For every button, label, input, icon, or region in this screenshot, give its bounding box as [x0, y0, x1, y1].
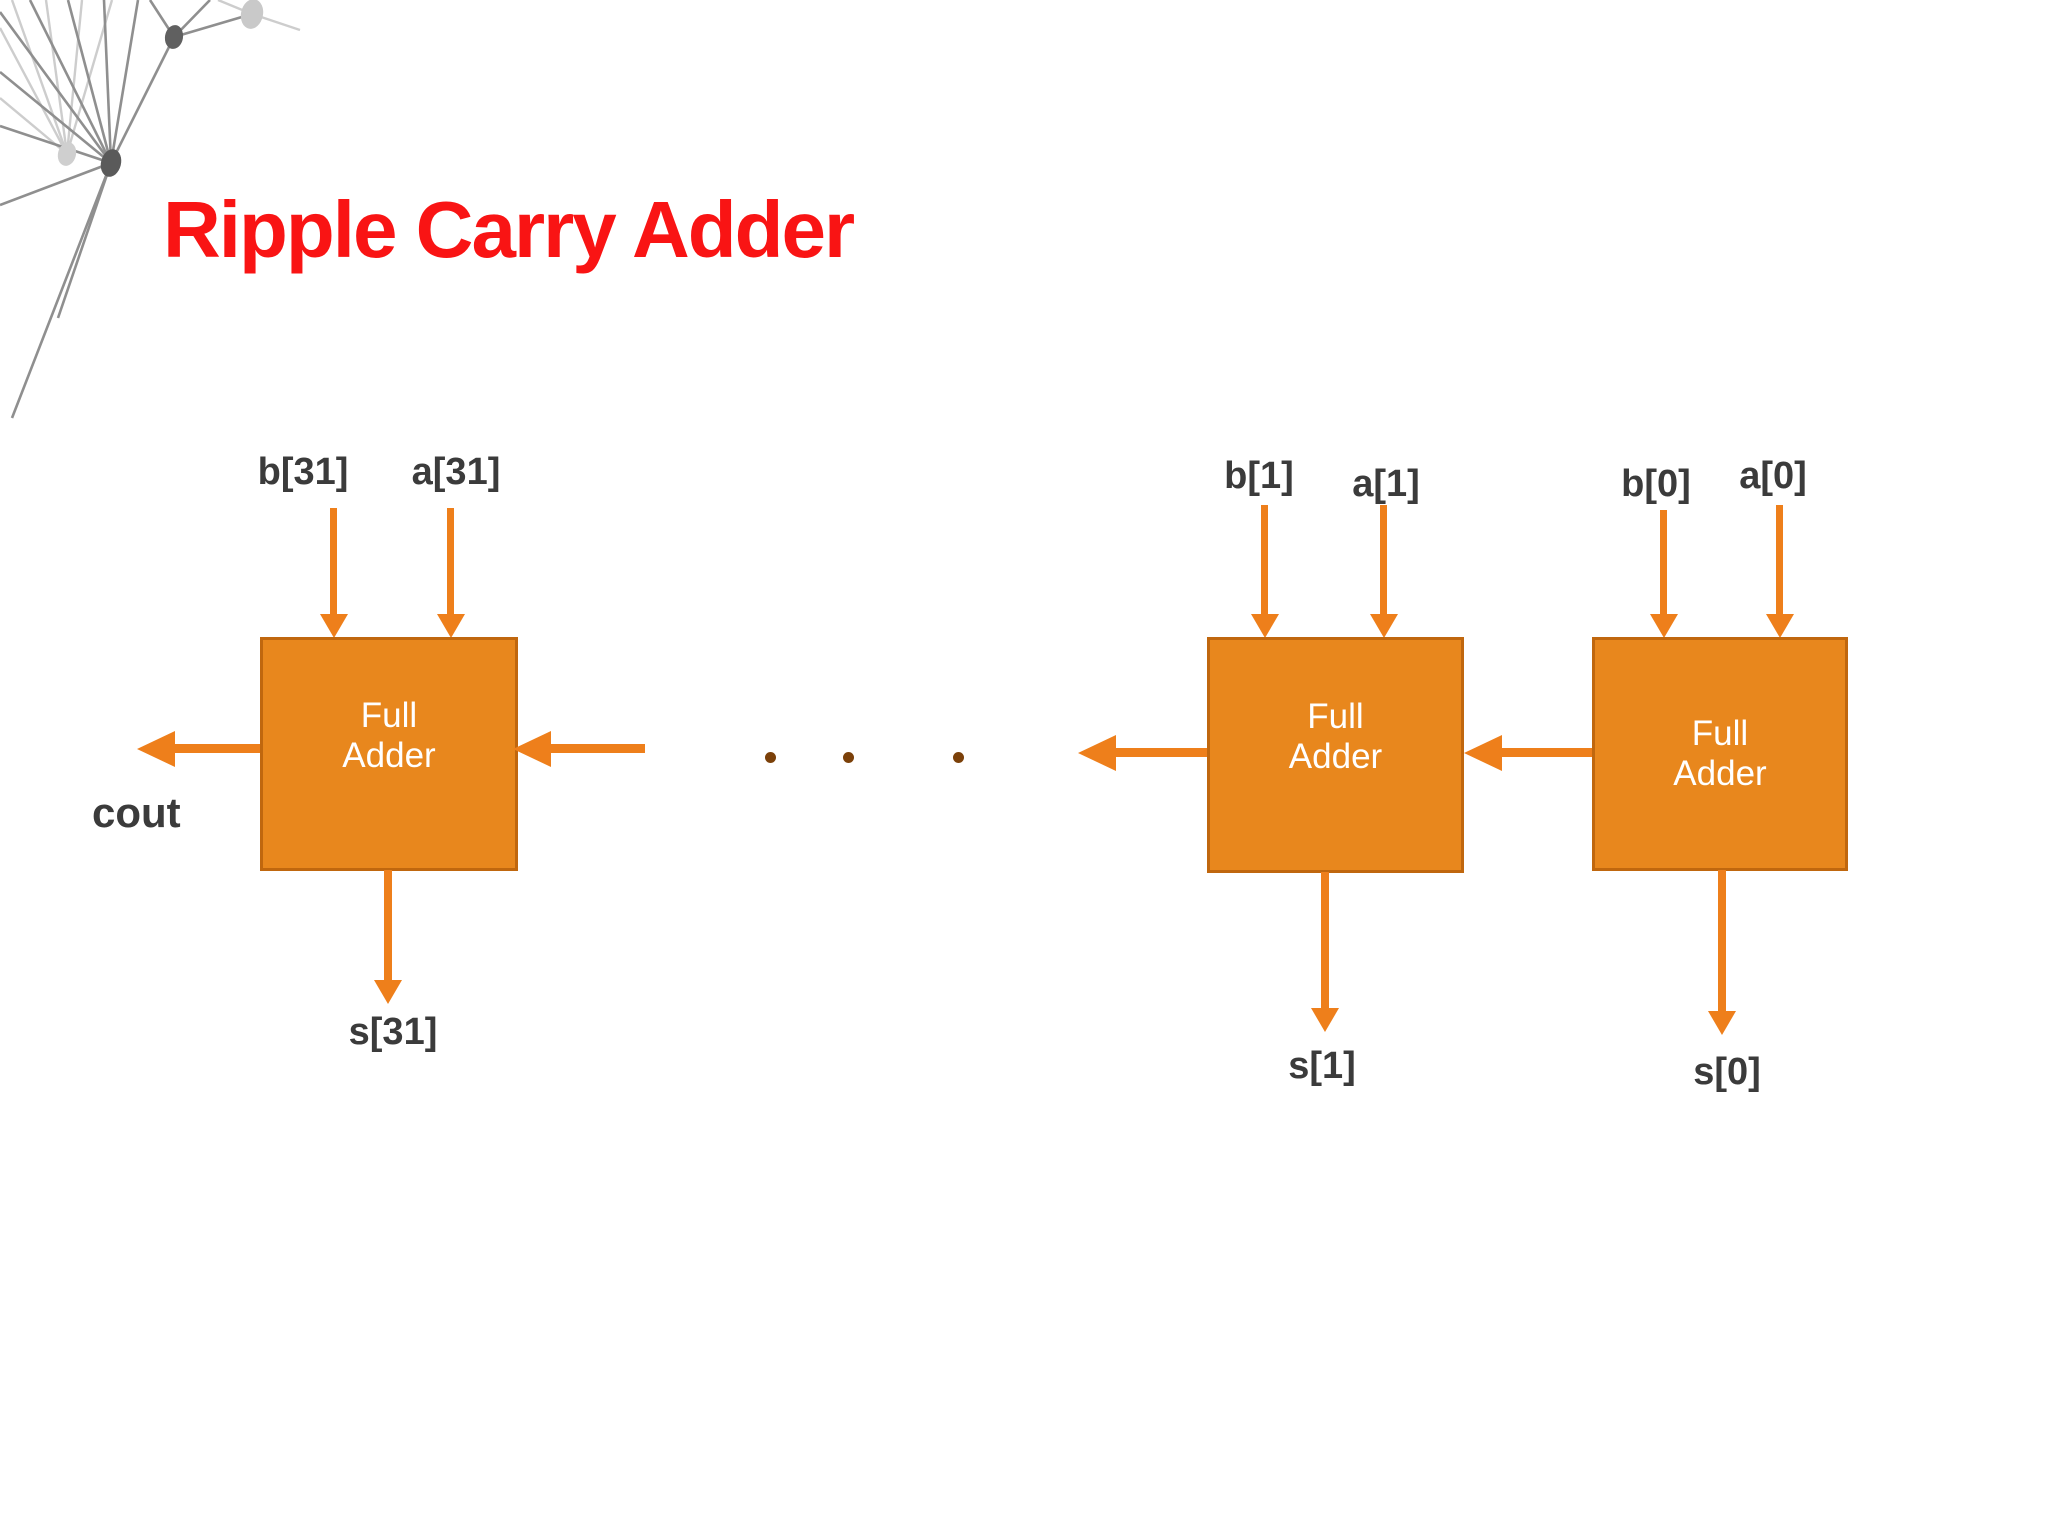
full-adder-31-label-line2: Adder — [342, 736, 436, 775]
network-node — [240, 0, 264, 29]
input-label-b0: b[0] — [1621, 463, 1691, 505]
input-label-a31: a[31] — [411, 451, 501, 493]
input-arrow-a0 — [1776, 505, 1783, 614]
full-adder-0-label-line2: Adder — [1673, 754, 1767, 793]
full-adder-1-label: Full Adder — [1289, 697, 1382, 777]
carry-arrow-into-fa31 — [551, 744, 645, 753]
input-label-b1: b[1] — [1224, 455, 1294, 497]
sum-arrow-s1 — [1321, 872, 1329, 1008]
page-title: Ripple Carry Adder — [163, 185, 855, 274]
carry-out-label: cout — [92, 789, 181, 836]
full-adder-31-box: Full Adder — [260, 637, 518, 871]
network-node — [100, 149, 122, 177]
network-decoration — [0, 0, 301, 419]
sum-label-s1: s[1] — [1288, 1045, 1356, 1087]
ellipsis-dot-1 — [765, 752, 776, 763]
input-label-a1: a[1] — [1352, 463, 1420, 505]
full-adder-1-box: Full Adder — [1207, 637, 1464, 873]
full-adder-1-label-line1: Full — [1307, 697, 1364, 736]
input-arrow-a31 — [447, 508, 454, 614]
full-adder-31-label-line1: Full — [360, 696, 418, 735]
input-arrow-b31 — [330, 508, 337, 614]
network-node — [57, 142, 77, 166]
network-node — [164, 25, 184, 49]
carry-arrow-fa0-to-fa1 — [1502, 748, 1592, 757]
input-arrow-a1 — [1380, 505, 1387, 614]
full-adder-0-label-line1: Full — [1691, 714, 1749, 753]
ellipsis-dot-2 — [843, 752, 854, 763]
carry-arrow-from-fa1 — [1116, 748, 1207, 757]
sum-label-s31: s[31] — [348, 1011, 438, 1053]
full-adder-0-box: Full Adder — [1592, 637, 1848, 871]
sum-arrow-s31 — [384, 870, 392, 980]
full-adder-1-label-line2: Adder — [1288, 737, 1383, 776]
full-adder-0-label: Full Adder — [1673, 714, 1766, 794]
ellipsis-dot-3 — [953, 752, 964, 763]
full-adder-31-label: Full Adder — [342, 696, 435, 776]
carry-out-arrow — [175, 744, 260, 753]
sum-arrow-s0 — [1718, 870, 1726, 1011]
input-label-b31: b[31] — [257, 451, 349, 493]
input-arrow-b0 — [1660, 510, 1667, 614]
sum-label-s0: s[0] — [1693, 1051, 1761, 1093]
input-arrow-b1 — [1261, 505, 1268, 614]
input-label-a0: a[0] — [1739, 455, 1807, 497]
